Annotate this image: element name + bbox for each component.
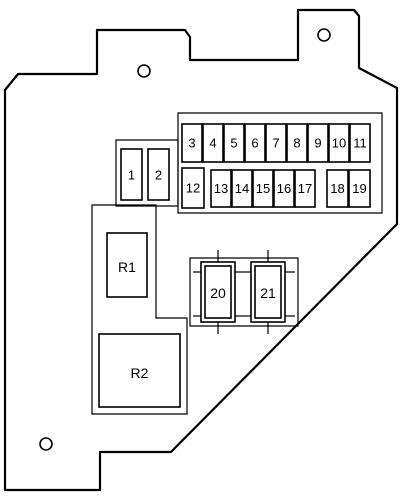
- mounting-hole-bottom-left: [39, 437, 53, 451]
- fuse-4-label: 4: [209, 136, 216, 151]
- mounting-hole-top-right: [317, 28, 331, 42]
- fuse-11: [349, 123, 371, 163]
- fuse-10-label: 10: [332, 136, 346, 151]
- relay-21-label: 21: [260, 285, 276, 301]
- fuse-1: [120, 148, 143, 201]
- fuse-7: [265, 123, 287, 163]
- fuse-8: [286, 123, 308, 163]
- relay-r2-label: R2: [131, 365, 149, 381]
- fuse-18-label: 18: [330, 181, 344, 196]
- relay-area-outline: [189, 257, 299, 327]
- relay-r2: [98, 333, 181, 408]
- fuse-15-label: 15: [256, 181, 270, 196]
- relay-20-assembly: [193, 250, 243, 334]
- mounting-hole-top-left: [137, 64, 151, 78]
- fuse-2: [147, 148, 170, 201]
- fuse-16: [273, 169, 295, 208]
- fuse-17: [294, 169, 316, 208]
- relay-r1: [106, 232, 148, 298]
- fuse-9-label: 9: [314, 136, 321, 151]
- relay-21-assembly: [243, 250, 295, 334]
- inner-panel-outline: [91, 204, 188, 415]
- fuse-12: [181, 167, 205, 209]
- relay-20: [204, 265, 232, 319]
- fuse-5-label: 5: [230, 136, 237, 151]
- relay-r1-label: R1: [118, 259, 136, 275]
- fuse-8-label: 8: [293, 136, 300, 151]
- mini-fuse-bracket: [115, 139, 179, 207]
- fuse-4: [202, 123, 224, 163]
- relay-20-label: 20: [210, 285, 226, 301]
- fuse-14-label: 14: [235, 181, 249, 196]
- fuse-13-label: 13: [214, 181, 228, 196]
- fuse-14: [231, 169, 253, 208]
- fuse-17-label: 17: [298, 181, 312, 196]
- fuse-3: [181, 123, 203, 163]
- fuse-7-label: 7: [272, 136, 279, 151]
- fuse-18: [326, 169, 349, 208]
- fuse-6: [244, 123, 266, 163]
- fuse-11-label: 11: [353, 136, 367, 151]
- fuse-16-label: 16: [277, 181, 291, 196]
- fuse-1-label: 1: [128, 168, 135, 183]
- fuse-6-label: 6: [251, 136, 258, 151]
- fuse-5: [223, 123, 245, 163]
- relay-21: [254, 265, 282, 319]
- fuse-19-label: 19: [352, 181, 366, 196]
- fuse-15: [252, 169, 274, 208]
- fuse-2-label: 2: [155, 168, 162, 183]
- fuse-box-housing: [3, 8, 399, 492]
- fuse-3-label: 3: [188, 136, 195, 151]
- fuse-9: [307, 123, 329, 163]
- fuse-13: [210, 169, 232, 208]
- fuse-12-label: 12: [186, 181, 200, 196]
- fuse-10: [328, 123, 350, 163]
- fuse-19: [348, 169, 371, 208]
